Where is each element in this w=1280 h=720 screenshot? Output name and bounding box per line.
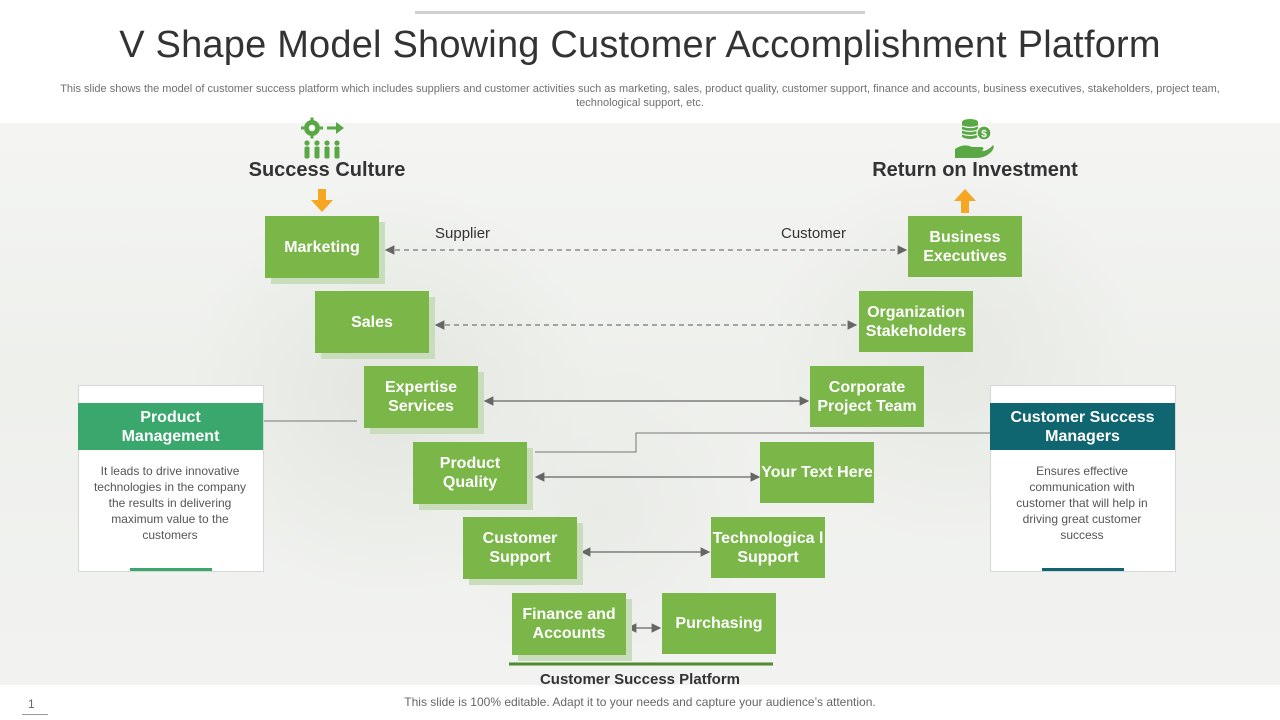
right-box-corporate-project-team: Corporate Project Team bbox=[810, 366, 924, 427]
right-box-your-text-here: Your Text Here bbox=[760, 442, 874, 503]
left-box-finance-accounts: Finance and Accounts bbox=[512, 593, 626, 655]
product-management-accent bbox=[130, 568, 212, 571]
right-heading: Return on Investment bbox=[872, 159, 1078, 181]
down-arrow-icon bbox=[311, 189, 333, 212]
customer-success-managers-text: Ensures effective communication with cus… bbox=[1016, 464, 1148, 542]
success-managers-connector bbox=[535, 432, 990, 453]
footer-note: This slide is 100% editable. Adapt it to… bbox=[404, 695, 876, 709]
customer-label: Customer bbox=[781, 225, 847, 242]
platform-label: Customer Success Platform bbox=[539, 671, 741, 688]
page-subtitle: This slide shows the model of customer s… bbox=[60, 83, 1220, 109]
supplier-label: Supplier bbox=[435, 225, 491, 242]
page-number-rule bbox=[22, 714, 48, 715]
right-box-organization-stakeholders: Organization Stakeholders bbox=[859, 291, 973, 352]
product-management-heading: Product Management bbox=[78, 403, 263, 450]
right-box-technological-support: Technologica l Support bbox=[711, 517, 825, 578]
gear-people-icon bbox=[301, 117, 344, 159]
customer-success-managers-heading: Customer Success Managers bbox=[990, 403, 1175, 450]
left-box-expertise-services: Expertise Services bbox=[364, 366, 478, 428]
right-box-purchasing: Purchasing bbox=[662, 593, 776, 654]
left-box-marketing: Marketing bbox=[265, 216, 379, 278]
page-number: 1 bbox=[28, 697, 35, 711]
svg-text:$: $ bbox=[981, 129, 987, 140]
hand-coins-icon: $ bbox=[955, 119, 994, 158]
left-box-sales: Sales bbox=[315, 291, 429, 353]
customer-success-managers-accent bbox=[1042, 568, 1124, 571]
page-title: V Shape Model Showing Customer Accomplis… bbox=[119, 24, 1161, 66]
left-box-customer-support: Customer Support bbox=[463, 517, 577, 579]
right-box-business-executives: Business Executives bbox=[908, 216, 1022, 277]
top-rule bbox=[415, 11, 865, 14]
left-box-product-quality: Product Quality bbox=[413, 442, 527, 504]
left-heading: Success Culture bbox=[248, 159, 406, 181]
up-arrow-icon bbox=[954, 189, 976, 213]
product-management-text: It leads to drive innovative technologie… bbox=[93, 464, 247, 542]
